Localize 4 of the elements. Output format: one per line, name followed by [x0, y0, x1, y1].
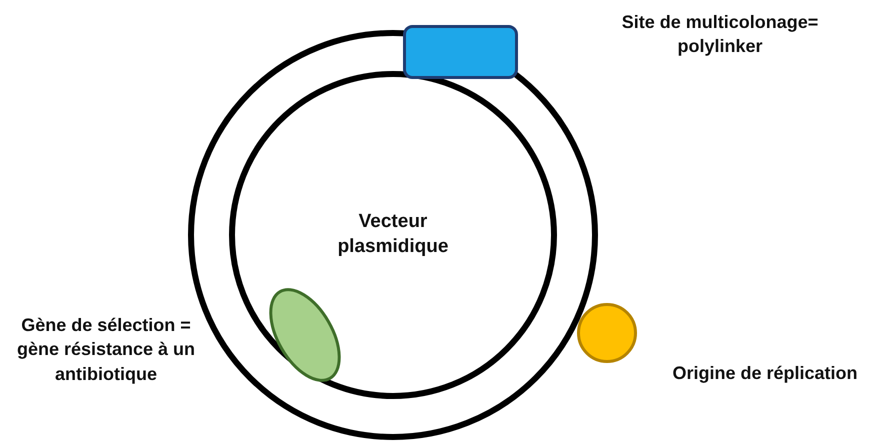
plasmid-label: Vecteur plasmidique	[336, 210, 450, 259]
part-label: Origine de réplication	[671, 362, 859, 385]
part-label: Gène de sélection = gène résistance à un antibiotique	[16, 314, 196, 386]
part-label: Site de multicolonage= polylinker	[620, 11, 820, 58]
